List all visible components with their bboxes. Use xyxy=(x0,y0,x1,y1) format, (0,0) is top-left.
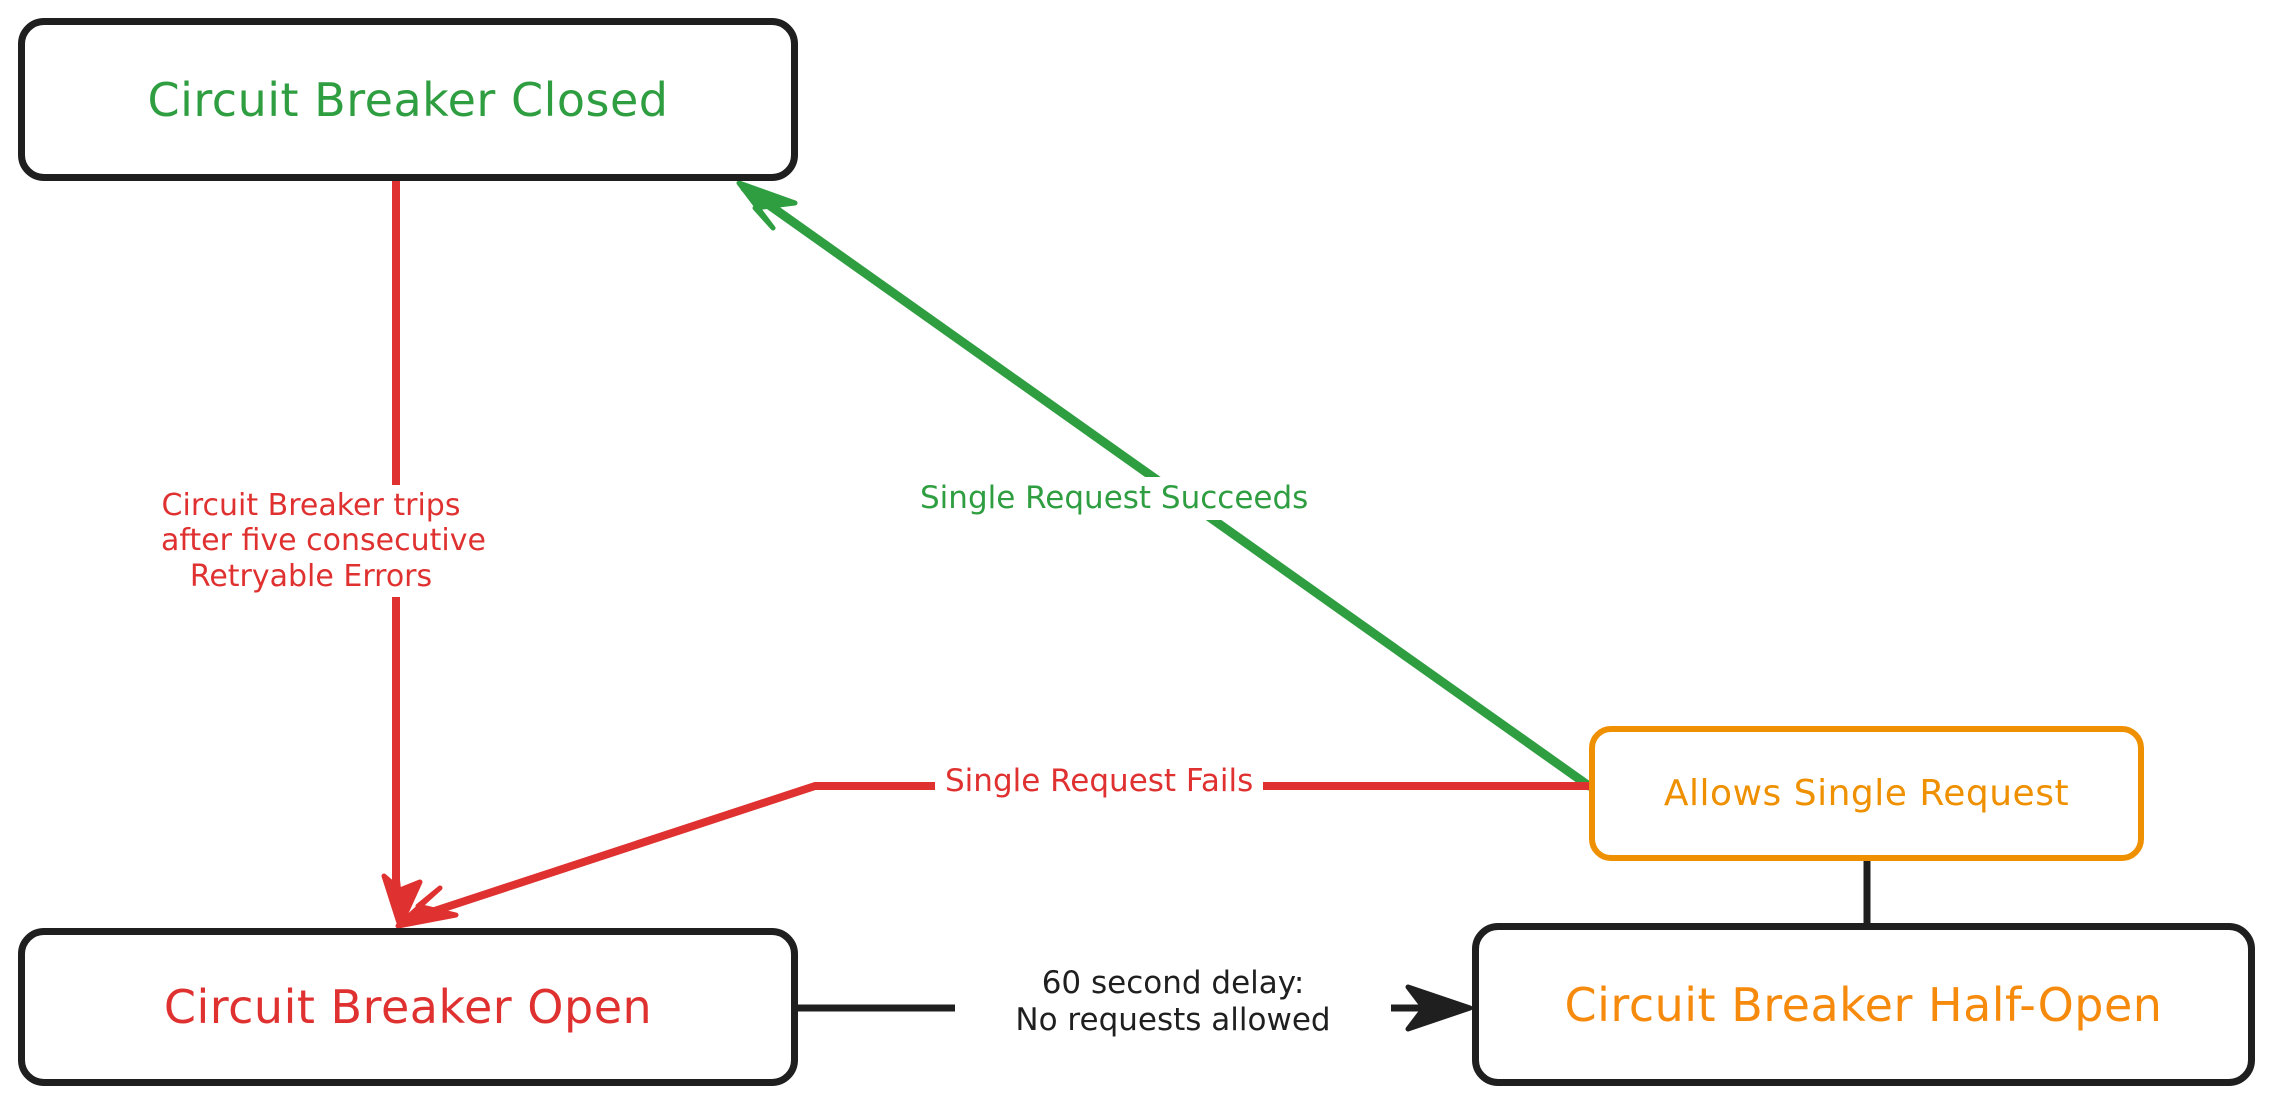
node-circuit-breaker-open-label: Circuit Breaker Open xyxy=(163,980,653,1034)
node-circuit-breaker-half-open[interactable]: Circuit Breaker Half-Open xyxy=(1472,923,2255,1086)
edge-allows-to-closed-arrowhead xyxy=(736,180,798,231)
edge-closed-to-open-arrowhead xyxy=(381,873,423,929)
node-circuit-breaker-closed-label: Circuit Breaker Closed xyxy=(147,72,669,127)
edge-closed-to-open xyxy=(381,177,423,929)
edge-label-allows-to-closed: Single Request Succeeds xyxy=(910,477,1319,520)
edge-label-closed-to-open: Circuit Breaker trips after five consecu… xyxy=(155,485,486,598)
node-circuit-breaker-half-open-label: Circuit Breaker Half-Open xyxy=(1564,977,2163,1032)
edge-allows-to-open-line xyxy=(400,782,1593,925)
edge-open-to-half-open-arrowhead xyxy=(1405,984,1473,1032)
edge-label-allows-to-open: Single Request Fails xyxy=(935,760,1264,803)
edge-label-open-to-half-open: 60 second delay: No requests allowed xyxy=(955,962,1391,1042)
node-allows-single-request-label: Allows Single Request xyxy=(1663,773,2070,814)
edge-allows-to-open xyxy=(395,782,1593,929)
node-circuit-breaker-closed[interactable]: Circuit Breaker Closed xyxy=(18,18,798,181)
node-circuit-breaker-open[interactable]: Circuit Breaker Open xyxy=(18,928,798,1086)
node-allows-single-request[interactable]: Allows Single Request xyxy=(1589,726,2144,861)
edge-allows-to-open-arrowhead xyxy=(395,885,459,929)
